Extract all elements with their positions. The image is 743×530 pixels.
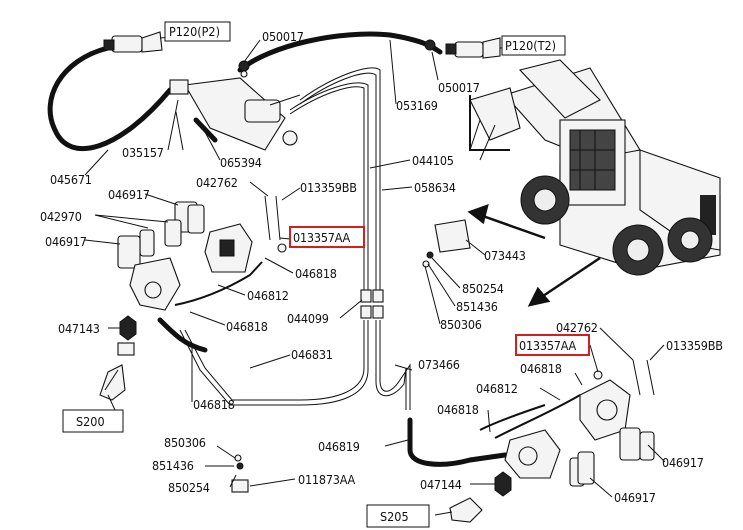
label-073466: 073466 [418, 357, 460, 372]
pin-065394 [193, 117, 218, 143]
union-fittings-044099 [360, 289, 384, 319]
label-046917-b: 046917 [45, 234, 87, 249]
label-042762-a: 042762 [196, 175, 238, 190]
label-050017-right: 050017 [438, 80, 480, 95]
label-065394: 065394 [220, 155, 262, 170]
svg-text:P120(P2): P120(P2) [169, 24, 220, 39]
label-046831: 046831 [291, 347, 333, 362]
label-046818-c: 046818 [193, 397, 235, 412]
highlight-013357aa-left [289, 226, 365, 248]
box-p120-t2: P120(T2) [501, 35, 566, 56]
telehandler-illustration [469, 59, 721, 276]
label-046818-a: 046818 [295, 266, 337, 281]
label-046812-b: 046812 [476, 381, 518, 396]
label-046819: 046819 [318, 439, 360, 454]
arrow-to-front-brake [527, 256, 601, 307]
label-035157: 035157 [122, 145, 164, 160]
box-p120-p2: P120(P2) [164, 21, 231, 42]
caliper-housing-right [504, 379, 631, 479]
label-046812-a: 046812 [247, 288, 289, 303]
label-046818-e: 046818 [437, 402, 479, 417]
label-042762-b: 042762 [556, 320, 598, 335]
bleed-screw-011873aa [231, 454, 249, 493]
label-851436-b: 851436 [152, 458, 194, 473]
svg-text:S205: S205 [380, 509, 409, 524]
brake-pads-left [117, 201, 205, 269]
pipe-073466 [375, 320, 411, 410]
leader-lines [84, 31, 666, 516]
pipes-044105-058634 [289, 67, 381, 290]
label-045671: 045671 [50, 172, 92, 187]
label-011873aa: 011873AA [298, 472, 356, 487]
label-850254-b: 850254 [168, 480, 210, 495]
pipe-046831 [179, 320, 369, 406]
front-wheel [520, 175, 570, 225]
label-013359bb-a: 013359BB [300, 180, 357, 195]
label-046917-d: 046917 [614, 490, 656, 505]
box-s205: S205 [366, 504, 430, 528]
pad-kit-073443 [422, 219, 471, 268]
svg-text:S200: S200 [76, 414, 105, 429]
label-058634: 058634 [414, 180, 456, 195]
pin-035157 [167, 99, 179, 151]
label-046818-d: 046818 [520, 361, 562, 376]
label-013357aa-b: 013357AA [519, 338, 577, 353]
brake-pads-right [569, 427, 655, 487]
label-050017-top: 050017 [262, 29, 304, 44]
label-013359bb-b: 013359BB [666, 338, 723, 353]
hose-046812-right [479, 394, 581, 439]
label-850254-a: 850254 [462, 281, 504, 296]
label-073443: 073443 [484, 248, 526, 263]
caliper-housing-left [129, 223, 253, 311]
hose-045671 [47, 45, 173, 151]
pins-013359bb-b [593, 359, 655, 396]
sensor-s200 [99, 364, 126, 401]
nut-047143 [117, 315, 137, 356]
label-042970: 042970 [40, 209, 82, 224]
nut-047144 [494, 471, 512, 497]
sensor-s205 [449, 497, 483, 523]
label-046917-a: 046917 [108, 187, 150, 202]
svg-text:P120(T2): P120(T2) [505, 38, 556, 53]
label-046818-b: 046818 [226, 319, 268, 334]
label-047143: 047143 [58, 321, 100, 336]
box-s200: S200 [62, 409, 124, 433]
rear-wheel-left [612, 224, 664, 276]
label-044099: 044099 [287, 311, 329, 326]
hose-046819 [407, 417, 508, 467]
connector-p120-t2 [445, 37, 501, 59]
label-851436-a: 851436 [456, 299, 498, 314]
label-046917-c: 046917 [662, 455, 704, 470]
arrow-to-rear-brake [467, 204, 546, 240]
brake-valve-assembly [169, 39, 436, 151]
pins-013359bb-a [264, 195, 287, 253]
hose-046812-left [157, 261, 263, 353]
highlight-013357aa-right [515, 334, 590, 356]
label-047144: 047144 [420, 477, 462, 492]
label-044105: 044105 [412, 153, 454, 168]
rear-wheel-right [667, 217, 713, 263]
label-053169: 053169 [396, 98, 438, 113]
label-013357aa-a: 013357AA [293, 230, 351, 245]
label-850306-a: 850306 [440, 317, 482, 332]
label-850306-b: 850306 [164, 435, 206, 450]
connector-p120-p2 [103, 31, 163, 53]
